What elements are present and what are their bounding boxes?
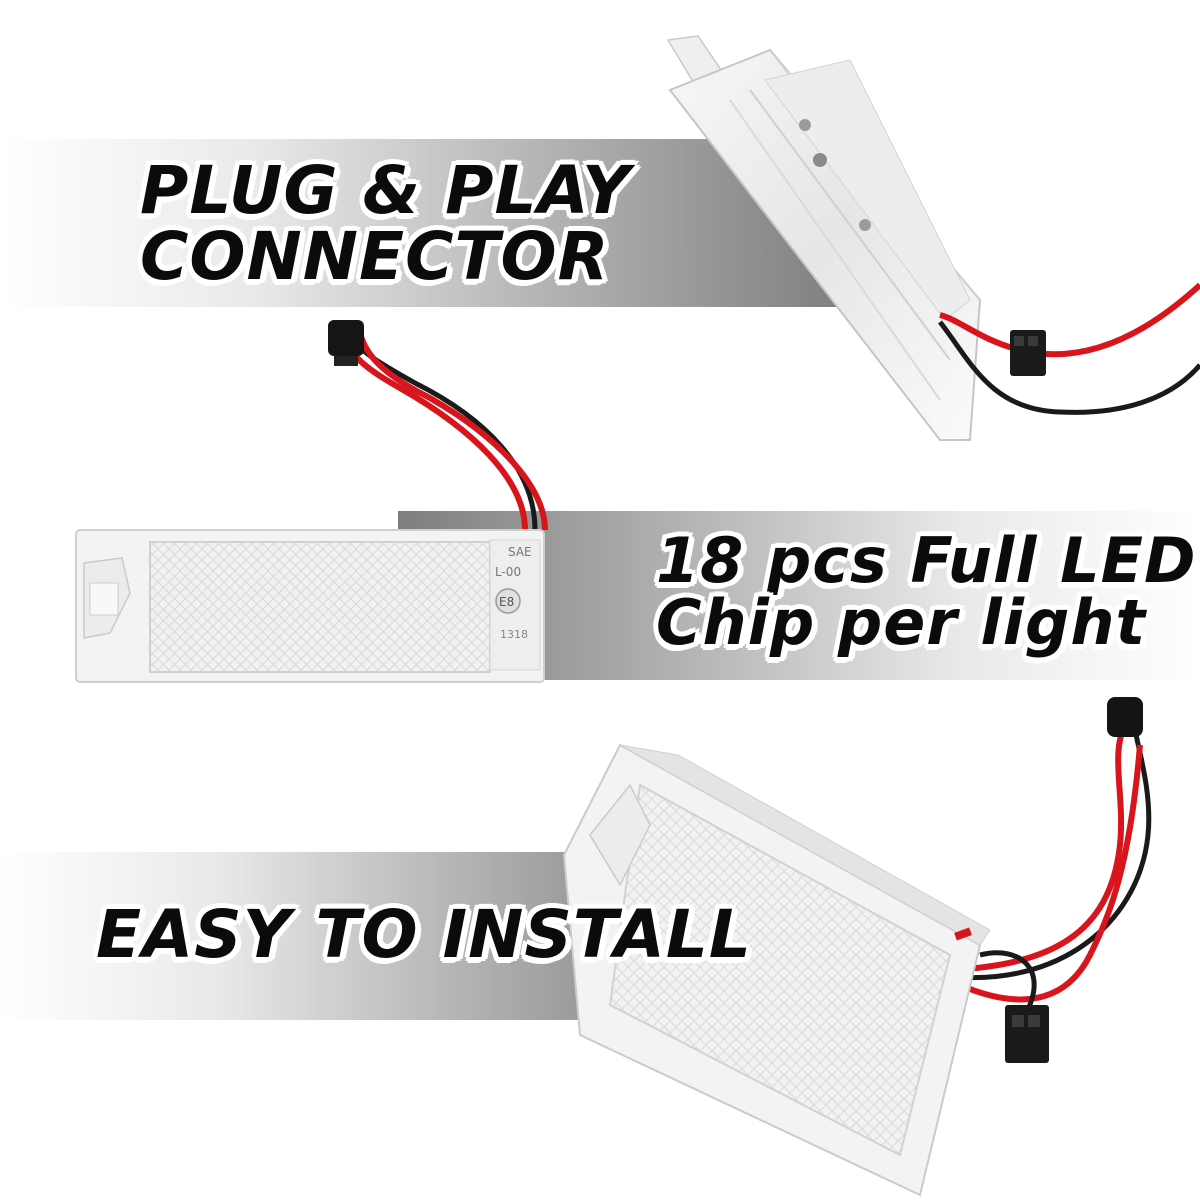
lamp-marking-e8: E8	[499, 595, 514, 609]
feature-caption-led-chips: 18 pcs Full LED Chip per light	[656, 530, 1196, 654]
feature-caption-plug-and-play: PLUG & PLAY CONNECTOR	[140, 158, 631, 290]
license-plate-lamp-side-view	[666, 35, 1200, 441]
lamp-marking-l00: L-00	[495, 565, 521, 579]
feature-caption-line: CONNECTOR	[140, 218, 610, 295]
license-plate-lamp-angled-view	[562, 697, 1152, 1197]
feature-band-top	[0, 139, 850, 307]
feature-caption-line: Chip per light	[656, 586, 1147, 659]
feature-caption-line: EASY TO INSTALL	[96, 896, 752, 973]
feature-caption-line: PLUG & PLAY	[140, 152, 631, 229]
feature-caption-line: 18 pcs Full LED	[656, 524, 1197, 597]
lamp-marking-code: 1318	[500, 628, 528, 641]
lamp-marking-sae: SAE	[508, 545, 532, 559]
feature-caption-easy-install: EASY TO INSTALL	[96, 902, 752, 968]
license-plate-lamp-front-view: SAE L-00 E8 1318	[75, 320, 548, 683]
